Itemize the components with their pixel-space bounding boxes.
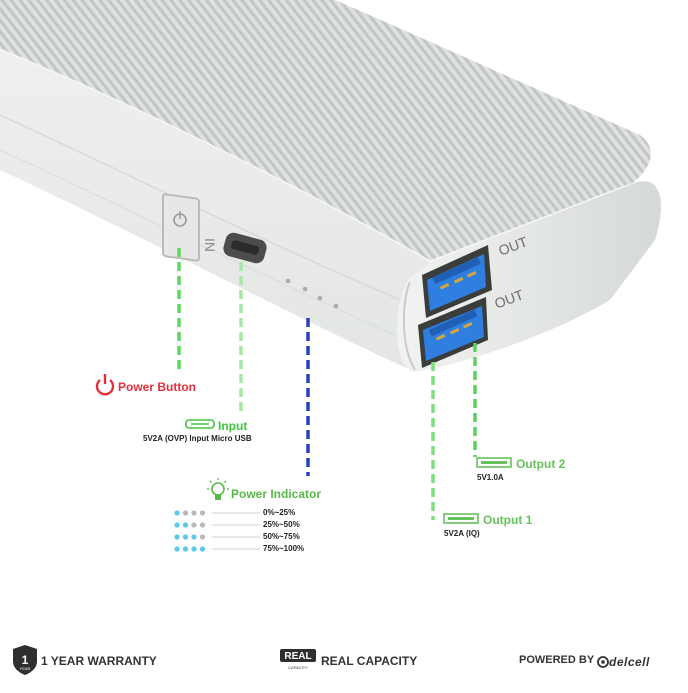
micro-usb-icon (185, 419, 215, 429)
svg-text:REAL: REAL (284, 651, 311, 662)
usb-a-icon-output2 (476, 457, 512, 468)
top-face (0, 0, 651, 262)
indicator-dot (199, 510, 206, 516)
input-label: Input (218, 419, 248, 433)
indicator-dot (182, 510, 189, 516)
usb-port-top (422, 245, 492, 318)
delcell-logo-icon (597, 656, 609, 668)
power-button-label: Power Button (118, 380, 196, 394)
indicator-dot (174, 534, 180, 540)
input-spec: 5V2A (OVP) Input Micro USB (143, 434, 252, 443)
indicator-dot (182, 546, 189, 552)
powered-by-text: POWERED BY (519, 654, 595, 666)
usb-port-bottom (418, 297, 488, 368)
output2-spec: 5V1.0A (477, 473, 504, 482)
level-range-3: 50%~75% (263, 532, 300, 541)
level-range-4: 75%~100% (263, 544, 305, 553)
indicator-dot (191, 546, 197, 552)
indicator-dot (199, 534, 206, 540)
output1-label: Output 1 (483, 513, 533, 527)
indicator-dot (174, 546, 180, 552)
micro-usb-port (223, 232, 267, 264)
svg-text:IN: IN (202, 238, 218, 252)
svg-text:CAPACITY: CAPACITY (288, 665, 308, 670)
svg-text:YEAR: YEAR (20, 666, 31, 671)
indicator-dot (174, 510, 180, 516)
real-capacity-text: REAL CAPACITY (321, 654, 418, 668)
output1-spec: 5V2A (IQ) (444, 529, 480, 538)
brand-name: delcell (609, 655, 650, 669)
indicator-dot (191, 534, 197, 540)
output2-label: Output 2 (516, 457, 566, 471)
power-indicator-label: Power Indicator (231, 487, 322, 501)
level-range-1: 0%~25% (263, 508, 296, 517)
side-face (0, 50, 430, 372)
indicator-dot (174, 522, 180, 528)
real-capacity-badge-icon: REAL CAPACITY (280, 649, 316, 670)
indicator-dot (182, 522, 189, 528)
indicator-dot (191, 510, 197, 516)
indicator-dot (182, 534, 189, 540)
bulb-icon (207, 478, 229, 500)
warranty-shield-icon: 1 YEAR (13, 645, 37, 675)
indicator-dot (199, 546, 206, 552)
svg-text:1: 1 (22, 653, 29, 667)
power-button[interactable] (162, 193, 200, 262)
warranty-text: 1 YEAR WARRANTY (41, 654, 157, 668)
indicator-dot (191, 522, 197, 528)
indicator-dot (199, 522, 206, 528)
indicator-level-lines (212, 512, 260, 550)
power-icon (95, 374, 115, 396)
usb-a-icon-output1 (443, 513, 479, 524)
level-range-2: 25%~50% (263, 520, 300, 529)
indicator-dot-rows (174, 510, 206, 552)
